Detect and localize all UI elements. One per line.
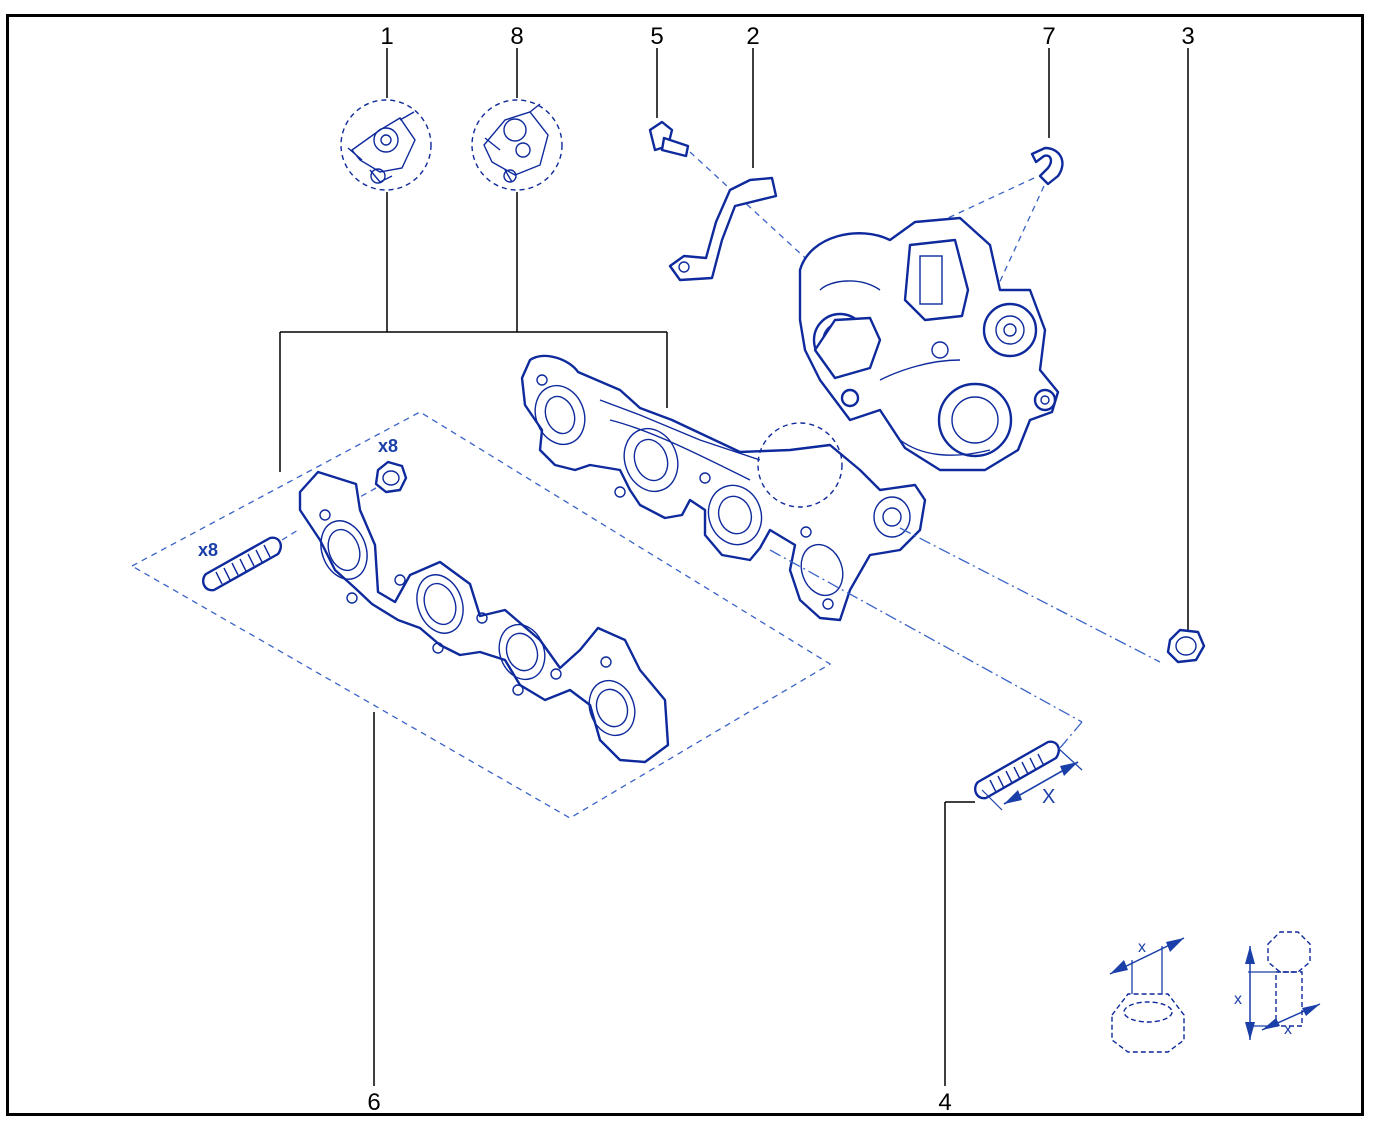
- nut-quantity: x8: [378, 436, 398, 456]
- nut-dimension-legend: x: [1109, 937, 1185, 1053]
- detail-view-turbocharger-8: [471, 99, 563, 191]
- callout-1: 1: [380, 23, 393, 50]
- clip-part-7: [947, 146, 1064, 291]
- nut-part-3: [1166, 628, 1206, 664]
- callout-4: 4: [938, 1089, 951, 1116]
- bracket-part-2: [668, 176, 778, 282]
- gasket-kit-part-6: x8 x8: [130, 411, 832, 819]
- exhaust-manifold: [520, 354, 1161, 749]
- callout-5: 5: [650, 23, 663, 50]
- callout-3: 3: [1181, 23, 1194, 50]
- callout-6: 6: [367, 1089, 380, 1116]
- callout-2: 2: [746, 23, 759, 50]
- stud-length-dimension: X: [1042, 786, 1055, 808]
- detail-view-turbocharger-1: [340, 99, 432, 191]
- stud-quantity: x8: [198, 540, 218, 560]
- bolt-diameter-dimension: x: [1284, 1021, 1292, 1038]
- drawing-frame: [6, 14, 1364, 1116]
- callout-7: 7: [1042, 23, 1055, 50]
- callout-8: 8: [510, 23, 523, 50]
- leader-lines: [279, 48, 1189, 1086]
- nut-height-dimension: x: [1138, 939, 1146, 956]
- bolt-length-dimension: x: [1234, 991, 1242, 1008]
- turbocharger-assembly: [798, 216, 1060, 472]
- stud-part-4: X: [974, 740, 1083, 811]
- bolt-dimension-legend: x x: [1234, 931, 1321, 1040]
